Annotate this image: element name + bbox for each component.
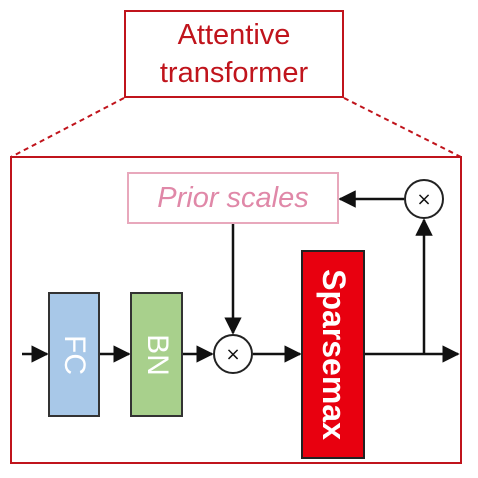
- title-line-2: transformer: [159, 57, 309, 89]
- title-line-1: Attentive: [177, 19, 291, 51]
- fc-block: FC: [48, 292, 100, 417]
- sparsemax-label: Sparsemax: [315, 269, 352, 440]
- zoom-line-right: [343, 97, 462, 158]
- multiply-operator-feedback: ×: [404, 179, 444, 219]
- bn-label: BN: [140, 333, 174, 376]
- zoom-line-left: [10, 97, 125, 158]
- prior-scales-label: Prior scales: [157, 181, 309, 214]
- prior-scales-block: Prior scales: [127, 172, 339, 224]
- sparsemax-block: Sparsemax: [301, 250, 365, 459]
- attentive-transformer-title: Attentive transformer: [124, 10, 344, 98]
- multiply-operator-main: ×: [213, 334, 253, 374]
- bn-block: BN: [130, 292, 183, 417]
- transformer-frame: [10, 156, 462, 464]
- fc-label: FC: [58, 334, 91, 375]
